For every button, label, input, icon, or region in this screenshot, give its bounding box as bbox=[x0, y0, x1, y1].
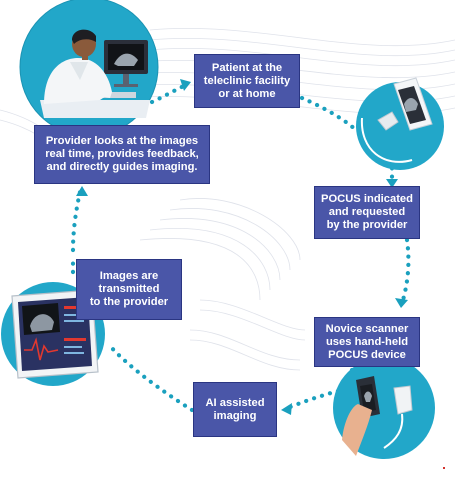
arrow-ai-to-tablet bbox=[107, 343, 195, 413]
arrow-patient-to-phone bbox=[299, 95, 359, 133]
arrow-transmitted-to-provider bbox=[70, 189, 83, 253]
step-provider-feedback: Provider looks at the images real time, … bbox=[34, 125, 210, 184]
corner-dot bbox=[443, 467, 445, 469]
arrowheads bbox=[76, 79, 408, 415]
step-patient-location: Patient at the teleclinic facility or at… bbox=[194, 54, 300, 108]
arrowhead-novice bbox=[395, 298, 408, 308]
arrow-requested-to-novice bbox=[400, 237, 411, 303]
arrowhead-provider bbox=[76, 186, 88, 196]
step-ai-imaging: AI assisted imaging bbox=[193, 382, 277, 437]
smartphone-probe-icon bbox=[356, 77, 444, 170]
doctor-at-computer-icon bbox=[19, 0, 159, 137]
step-pocus-requested: POCUS indicated and requested by the pro… bbox=[314, 186, 420, 239]
arrowhead-ai bbox=[281, 403, 292, 415]
hand-held-probe-icon bbox=[333, 357, 435, 459]
arrow-doctor-to-patient bbox=[149, 82, 189, 105]
arrow-probe-to-ai bbox=[285, 388, 341, 411]
arrowhead-requested bbox=[386, 179, 398, 188]
step-images-transmitted: Images are transmitted to the provider bbox=[76, 259, 182, 320]
step-novice-scanner: Novice scanner uses hand-held POCUS devi… bbox=[314, 317, 420, 367]
arrowhead-patient bbox=[180, 79, 191, 91]
